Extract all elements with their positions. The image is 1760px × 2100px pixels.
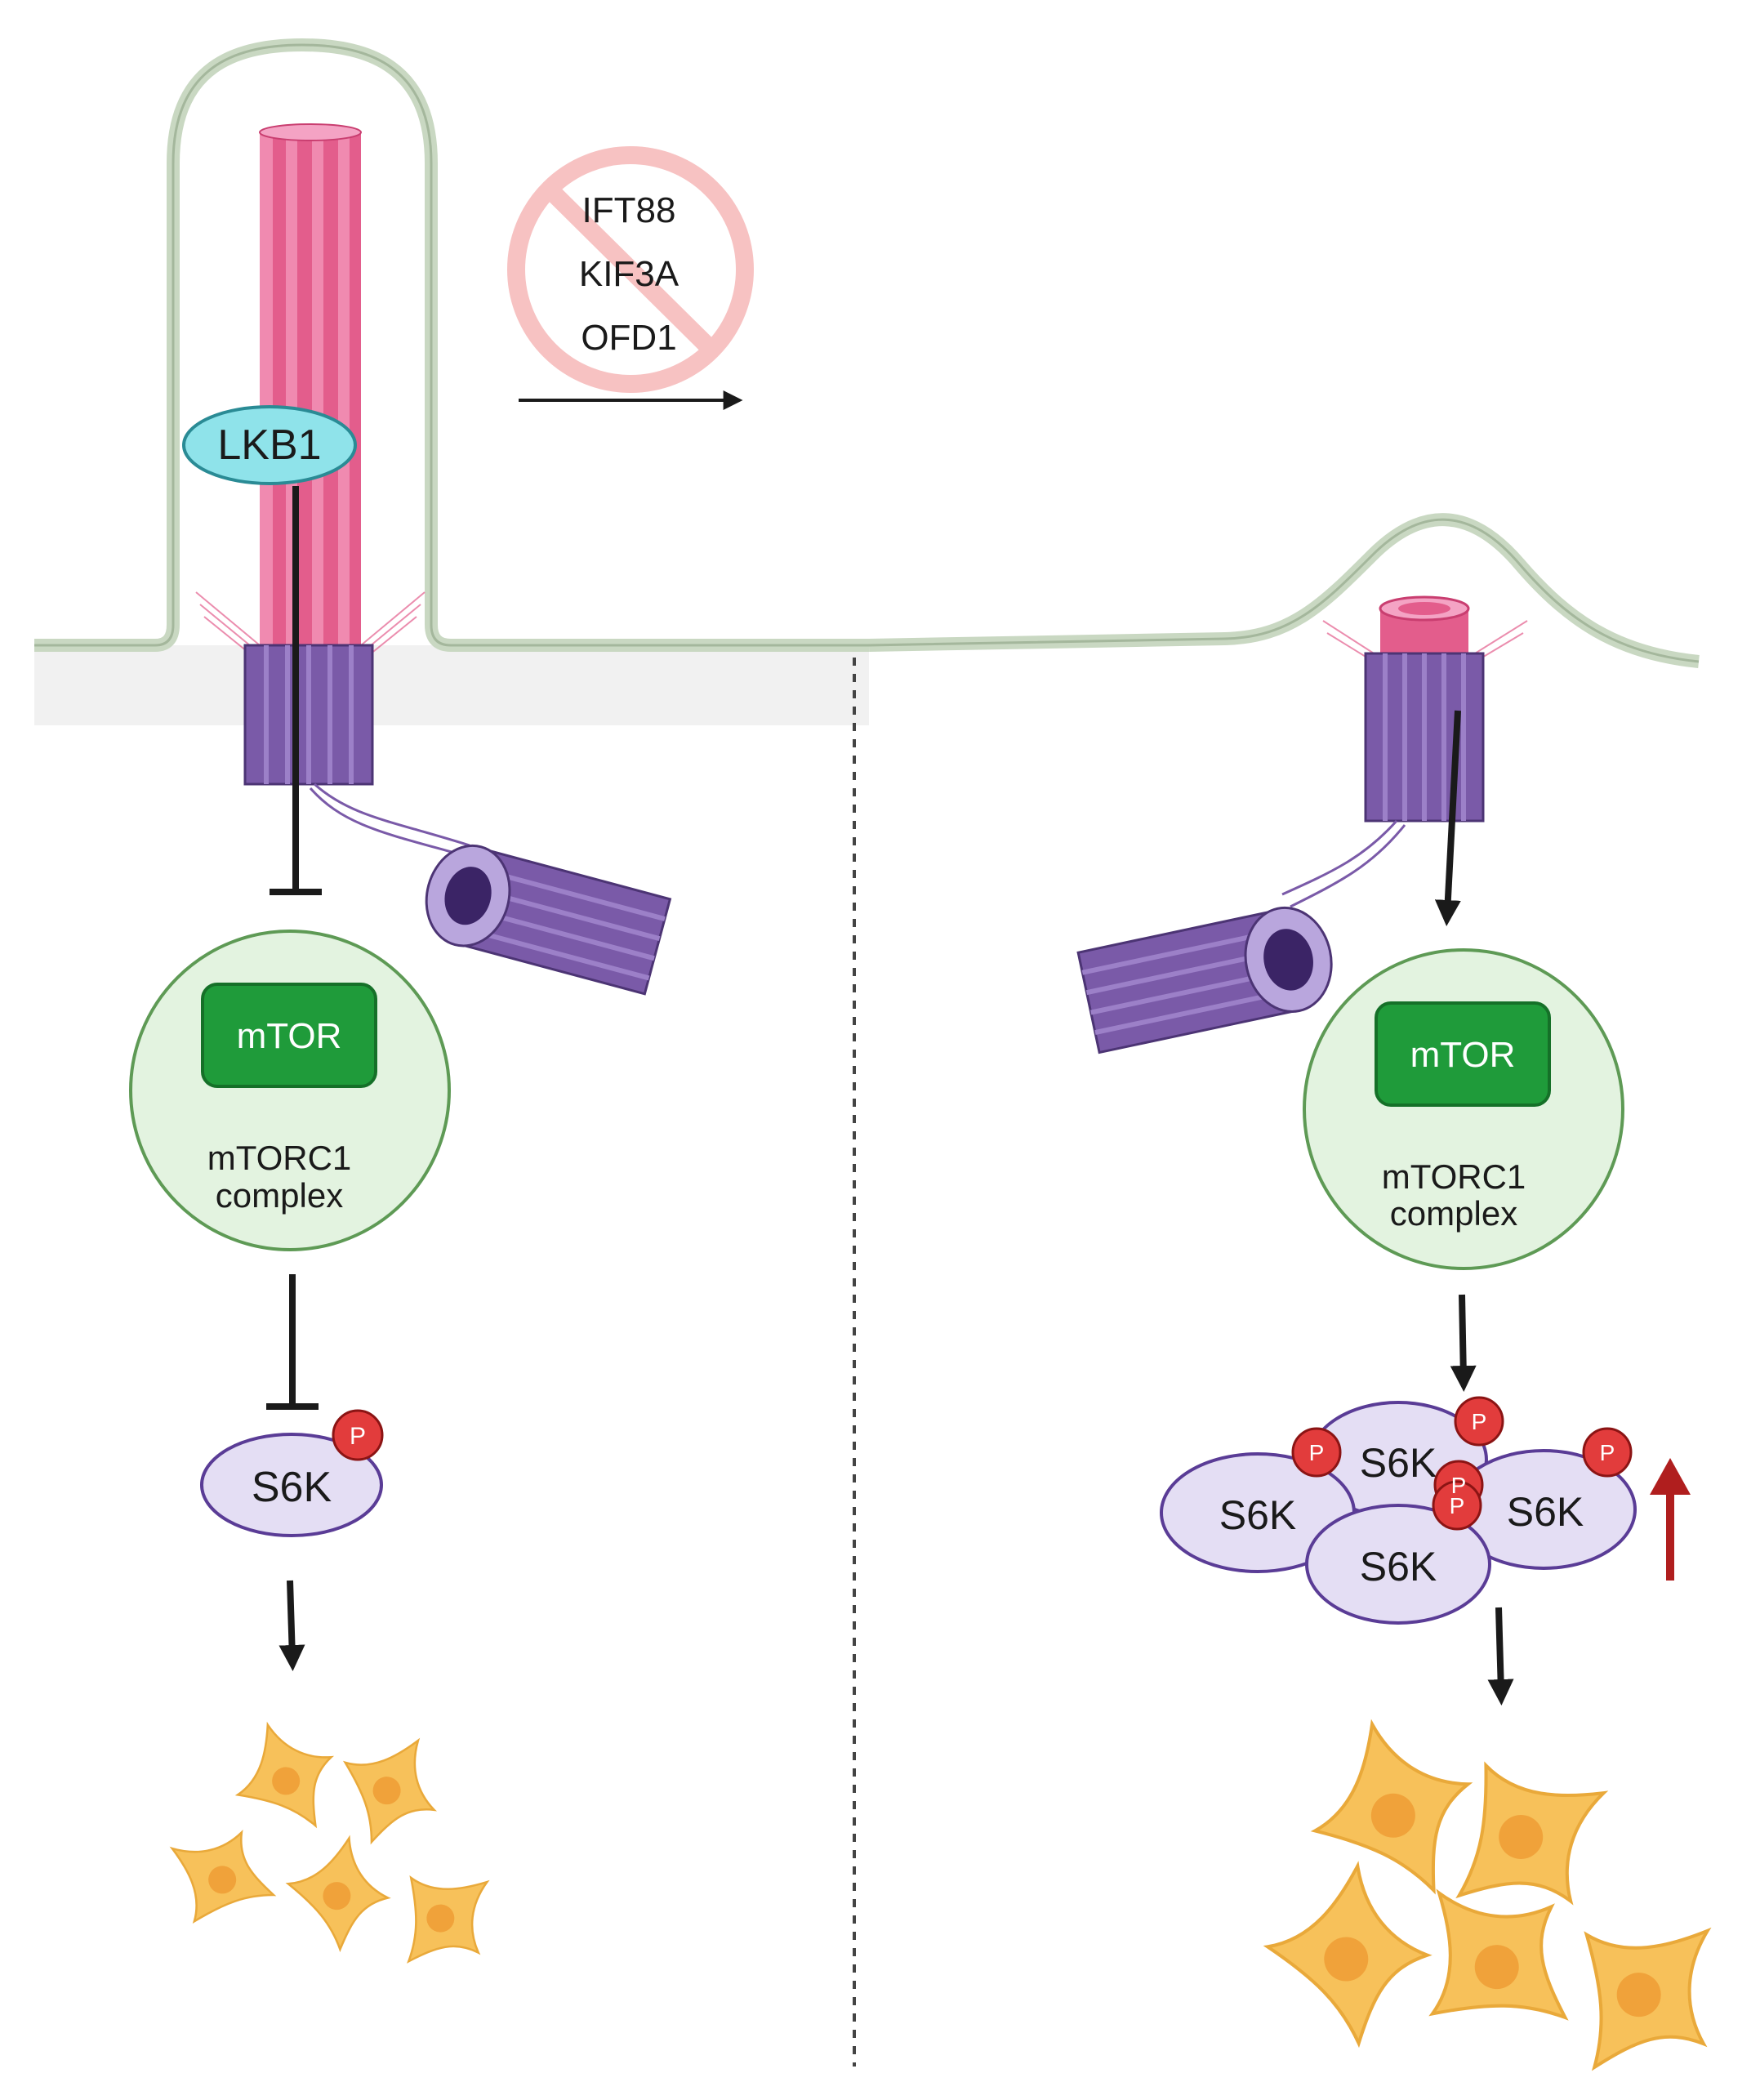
phospho-label-right-3: P [1600,1440,1615,1465]
knockout-gene-1: IFT88 [582,190,676,230]
mtor-box-left [201,983,377,1088]
arrow-basalbody-mtorc1-right [1434,710,1461,926]
axoneme-left [259,123,362,653]
mtor-box-right [1375,1001,1551,1107]
phospho-label-left: P [350,1423,366,1450]
mtor-label-left: mTOR [237,1016,342,1056]
mtor-label-right: mTOR [1410,1035,1516,1075]
arrow-s6k-cells-right [1487,1607,1514,1705]
arrow-s6k-cells-left [278,1580,305,1671]
phospho-groups-right [1291,1396,1633,1531]
cells-left [145,1707,519,1992]
phospho-right-3 [1582,1427,1633,1478]
membrane-left [34,38,869,652]
cells-right [1260,1704,1760,2100]
daughter-centriole-right [1076,820,1406,1054]
s6k-label-right-right: S6K [1507,1489,1584,1535]
phospho-right-1 [1291,1427,1342,1478]
basal-body-left [243,644,374,786]
lkb1-protein [182,405,357,485]
phospho-label-right-5: P [1450,1493,1465,1518]
lkb1-label: LKB1 [217,421,321,469]
knockout-gene-3: OFD1 [581,318,676,358]
s6k-label-right-left: S6K [1219,1492,1297,1538]
s6k-label-right-top: S6K [1360,1440,1437,1486]
complex-label-left-1: mTORC1 [207,1139,352,1177]
s6k-label-right-bottom: S6K [1360,1544,1437,1589]
basal-body-right [1364,652,1485,823]
s6k-right-bottom [1305,1504,1491,1625]
membrane-right [868,513,1700,668]
phospho-label-right-1: P [1309,1440,1325,1465]
phospho-right-5 [1432,1480,1482,1531]
daughter-centriole-left [309,782,672,996]
phospho-left [332,1409,384,1461]
complex-label-right-1: mTORC1 [1382,1157,1526,1196]
knockout-gene-2: KIF3A [579,254,679,294]
s6k-label-left: S6K [252,1464,332,1511]
cytoplasm-shading [34,645,869,725]
phospho-label-right-4: P [1451,1473,1467,1498]
phospho-label-right-2: P [1472,1409,1487,1434]
complex-label-right-2: complex [1390,1194,1517,1233]
s6k-left [200,1433,383,1537]
complex-label-left-2: complex [216,1176,343,1215]
phospho-right-2 [1454,1396,1504,1447]
arrow-mtorc1-s6k-right [1450,1294,1477,1392]
axoneme-stub-right [1379,595,1470,658]
knockout-symbol [507,146,754,393]
